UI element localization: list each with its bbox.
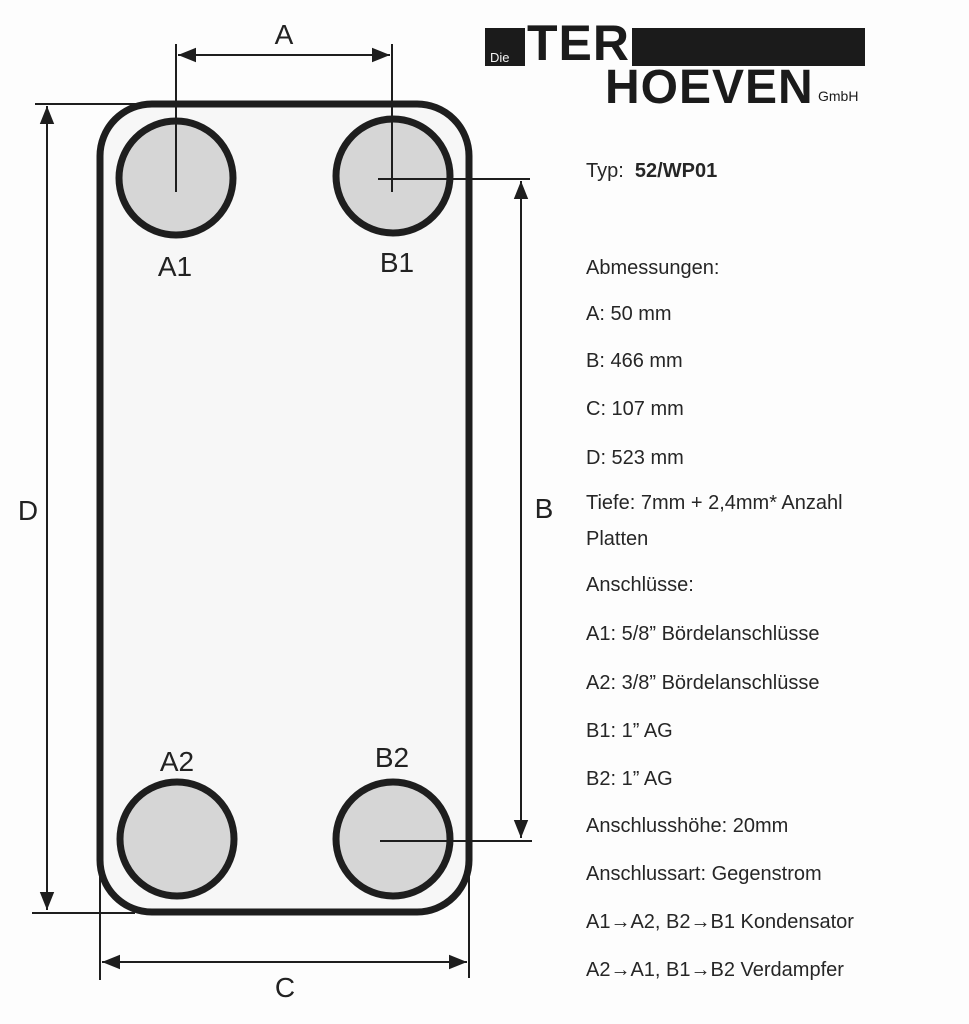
- type-label: Typ:: [586, 160, 624, 182]
- depth-line-1: Tiefe: 7mm + 2,4mm* Anzahl: [586, 492, 843, 514]
- logo-suffix: GmbH: [818, 88, 859, 104]
- dimension-c: C: 107 mm: [586, 398, 684, 420]
- dimension-d: D: 523 mm: [586, 447, 684, 469]
- dim-b-label: B: [535, 493, 554, 524]
- connection-b1: B1: 1” AG: [586, 720, 673, 742]
- heat-exchanger-diagram: A B C D A1 B1 A2 B2: [18, 19, 554, 1003]
- type-value: 52/WP01: [634, 160, 718, 182]
- connection-a1: A1: 5/8” Bördelanschlüsse: [586, 623, 820, 645]
- dimension-b: B: 466 mm: [586, 350, 683, 372]
- dimensions-heading: Abmessungen:: [586, 257, 720, 279]
- port-label-b2: B2: [375, 742, 409, 773]
- connection-a2: A2: 3/8” Bördelanschlüsse: [586, 672, 820, 694]
- logo-word-hoeven: HOEVEN: [605, 61, 814, 114]
- port-b2: [332, 778, 454, 900]
- connections-heading: Anschlüsse:: [586, 574, 694, 596]
- dim-d-label: D: [18, 495, 38, 526]
- plate-outline: [96, 100, 473, 916]
- port-label-b1: B1: [380, 247, 414, 278]
- type-line: Typ: 52/WP01: [586, 156, 717, 186]
- dim-c-label: C: [275, 972, 295, 1003]
- connection-b2: B2: 1” AG: [586, 768, 673, 790]
- port-label-a1: A1: [158, 251, 192, 282]
- connection-type: Anschlussart: Gegenstrom: [586, 863, 822, 885]
- port-a2: [116, 778, 238, 900]
- logo-word-ter: TER: [525, 15, 632, 71]
- dimension-a: A: 50 mm: [586, 303, 672, 325]
- depth-line-2: Platten: [586, 528, 649, 550]
- connection-height: Anschlusshöhe: 20mm: [586, 815, 789, 837]
- dim-a-label: A: [275, 19, 294, 50]
- port-label-a2: A2: [160, 746, 194, 777]
- flow-evaporator: A2→A1, B1→B2 Verdampfer: [586, 959, 844, 981]
- logo-prefix: Die: [490, 50, 510, 65]
- flow-condenser: A1→A2, B2→B1 Kondensator: [586, 911, 854, 933]
- company-logo: Die TER HOEVEN GmbH: [485, 18, 867, 114]
